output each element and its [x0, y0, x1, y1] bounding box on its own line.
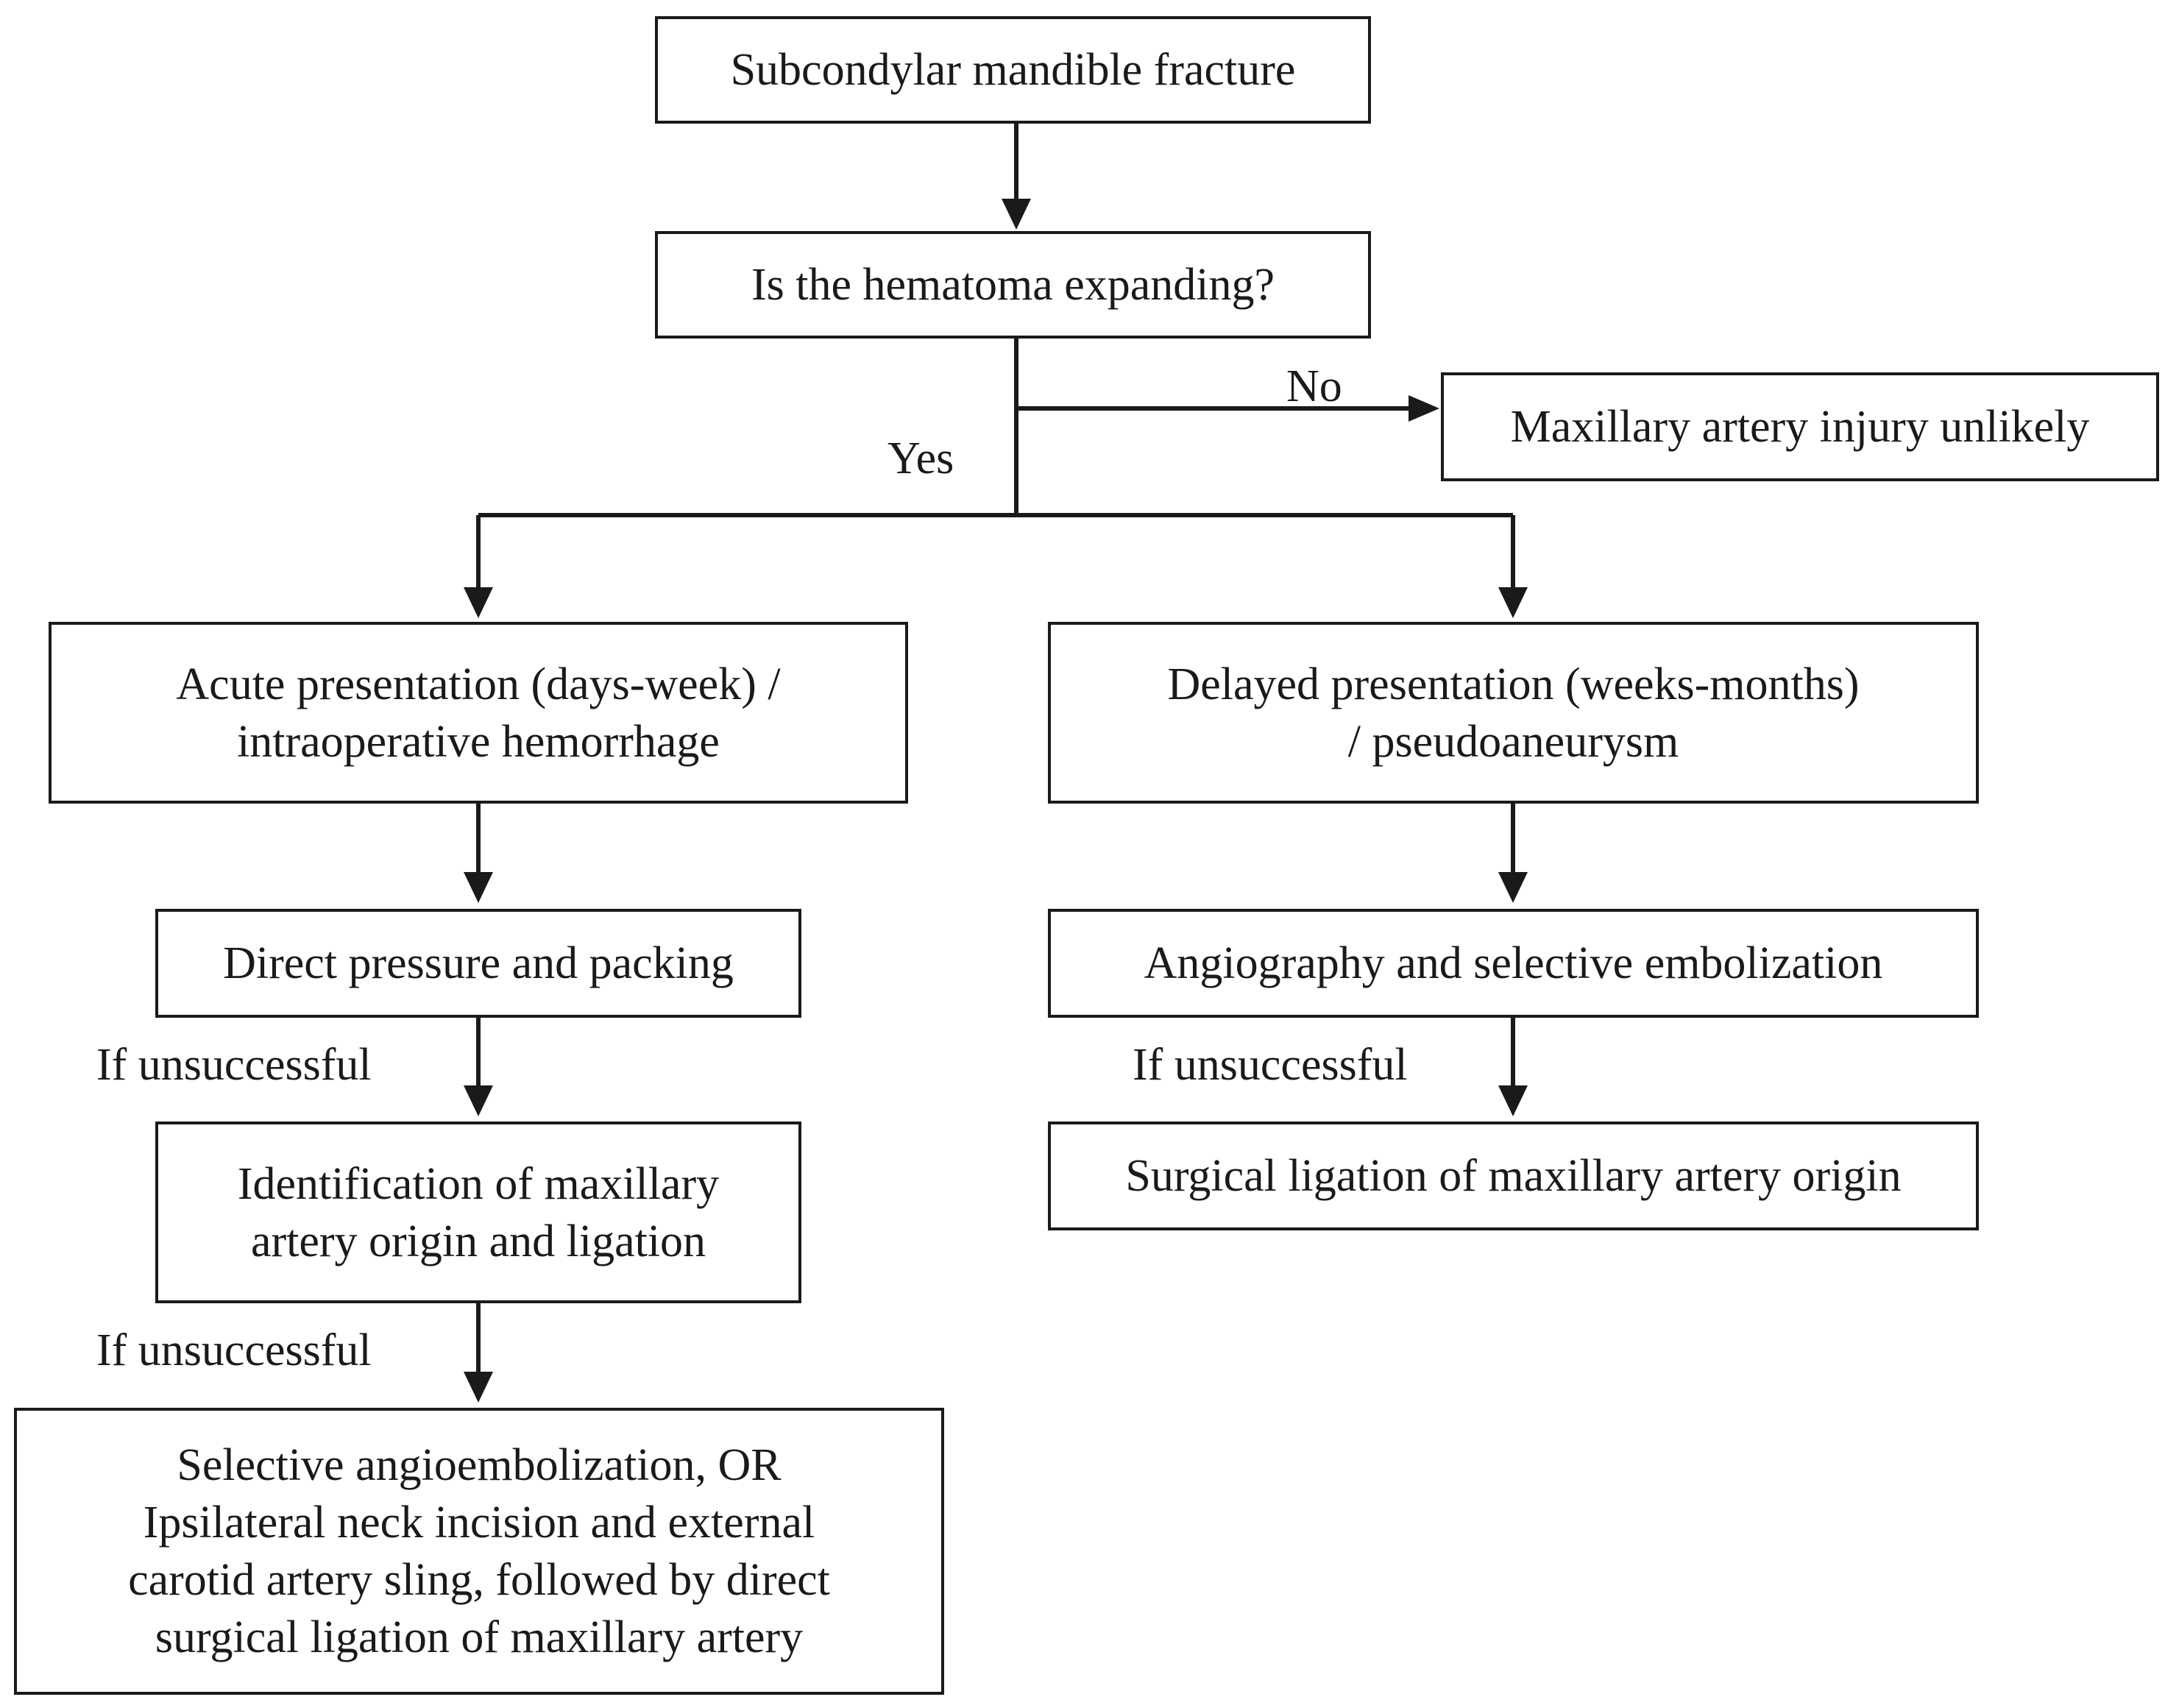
arrowhead-acute — [464, 587, 493, 618]
node-delayed-text: Delayed presentation (weeks-months) / ps… — [1167, 659, 1860, 767]
node-question: Is the hematoma expanding? — [655, 231, 1371, 339]
arrowhead-final — [464, 1372, 493, 1403]
arrowhead-ligation — [1498, 1085, 1528, 1116]
node-pressure: Direct pressure and packing — [155, 909, 801, 1018]
label-yes: Yes — [887, 433, 954, 483]
arrowhead-delayed — [1498, 587, 1528, 618]
node-pressure-text: Direct pressure and packing — [223, 938, 734, 988]
label-if-unsuccessful-right: If unsuccessful — [1133, 1040, 1408, 1090]
node-final-left-text: Selective angioembolization, OR Ipsilate… — [128, 1440, 830, 1662]
node-ligation-right-text: Surgical ligation of maxillary artery or… — [1125, 1151, 1902, 1201]
node-no-outcome-text: Maxillary artery injury unlikely — [1510, 402, 2090, 452]
node-final-left: Selective angioembolization, OR Ipsilate… — [14, 1408, 944, 1695]
node-no-outcome: Maxillary artery injury unlikely — [1441, 372, 2159, 481]
node-acute-text: Acute presentation (days-week) / intraop… — [176, 659, 781, 767]
node-angiography: Angiography and selective embolization — [1048, 909, 1979, 1018]
node-angiography-text: Angiography and selective embolization — [1144, 938, 1883, 988]
node-question-text: Is the hematoma expanding? — [751, 260, 1275, 310]
node-delayed: Delayed presentation (weeks-months) / ps… — [1048, 622, 1979, 804]
node-start-text: Subcondylar mandible fracture — [730, 45, 1296, 95]
label-if-unsuccessful-left-2: If unsuccessful — [96, 1325, 372, 1375]
label-no: No — [1286, 361, 1342, 411]
node-start: Subcondylar mandible fracture — [655, 16, 1371, 124]
node-acute: Acute presentation (days-week) / intraop… — [49, 622, 908, 804]
node-identification-text: Identification of maxillary artery origi… — [237, 1158, 720, 1266]
arrowhead-no-outcome — [1409, 395, 1439, 422]
arrowhead-identification — [464, 1085, 493, 1116]
node-ligation-right: Surgical ligation of maxillary artery or… — [1048, 1121, 1979, 1230]
arrowhead-question — [1002, 199, 1031, 230]
arrowhead-pressure — [464, 872, 493, 903]
arrowhead-angiography — [1498, 872, 1528, 903]
label-if-unsuccessful-left-1: If unsuccessful — [96, 1040, 372, 1090]
node-identification: Identification of maxillary artery origi… — [155, 1121, 801, 1303]
